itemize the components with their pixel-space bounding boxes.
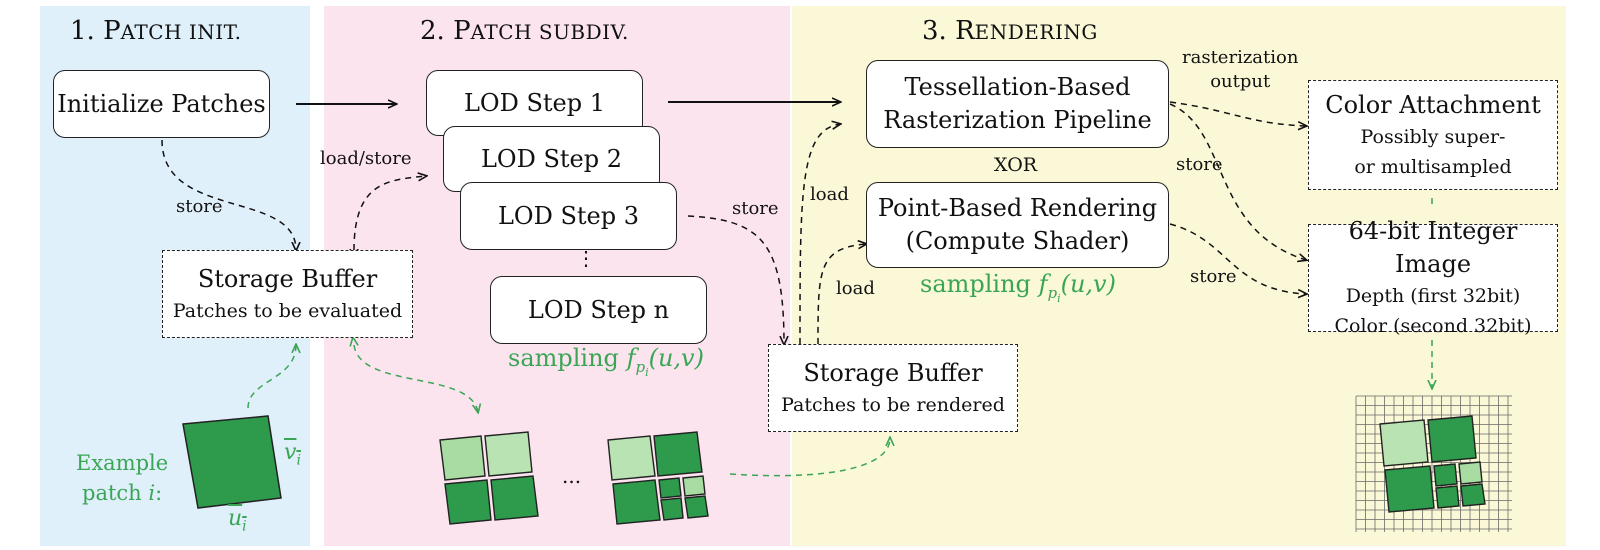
arrow-example-to-sb1	[247, 345, 296, 409]
arrow-store-int-from-tess	[1169, 103, 1306, 260]
panel-title-init: 1. PATCH INIT.	[70, 16, 242, 46]
rasterization-output-label: rasterization output	[1182, 47, 1299, 92]
storage-buffer-rendered: Storage Buffer Patches to be rendered	[768, 344, 1018, 432]
color-attachment-box: Color Attachment Possibly super- or mult…	[1308, 80, 1558, 190]
arrow-subdiv-to-sb2	[729, 438, 890, 477]
point-based-rendering-box: Point-Based Rendering(Compute Shader)	[866, 182, 1169, 268]
load-label-1: load	[810, 184, 849, 205]
example-patch	[182, 415, 282, 509]
arrow-raster-color	[1169, 101, 1306, 126]
lod-step-2-box: LOD Step 2	[443, 126, 660, 192]
load-label-2: load	[836, 278, 875, 299]
arrow-store-int-from-point	[1169, 223, 1306, 294]
subdiv-patch-a	[439, 431, 539, 525]
sampling-label-render: sampling fpi(u,v)	[920, 270, 1116, 305]
lod-step-3-box: LOD Step 3	[460, 182, 677, 250]
storage-buffer-evaluated: Storage Buffer Patches to be evaluated	[162, 250, 413, 338]
patches-ellipsis: ...	[562, 464, 582, 488]
panel-title-subdiv: 2. PATCH SUBDIV.	[420, 16, 629, 46]
store-label-4: store	[1190, 266, 1237, 287]
arrow-loadstore	[354, 176, 426, 250]
arrow-sb1-to-subdiv	[354, 345, 478, 412]
arrow-load-point	[817, 244, 866, 345]
store-label-1: store	[176, 196, 223, 217]
arrow-load-tess	[799, 124, 840, 345]
arrow-store-sb2	[687, 215, 784, 344]
subdiv-patch-b	[607, 431, 709, 525]
output-grid	[1355, 395, 1512, 532]
sampling-label-subdiv: sampling fpi(u,v)	[508, 344, 704, 379]
load-store-label: load/store	[320, 148, 412, 169]
lod-ellipsis: ⋮	[576, 246, 596, 270]
lod-step-1-box: LOD Step 1	[426, 70, 643, 136]
arrow-store-sb1	[161, 139, 296, 250]
xor-label: XOR	[994, 154, 1038, 176]
integer-image-box: 64-bit Integer Image Depth (first 32bit)…	[1308, 217, 1558, 337]
example-patch-label: Example patch i:	[76, 451, 169, 505]
initialize-patches-box: Initialize Patches	[53, 70, 270, 138]
panel-title-rendering: 3. RENDERING	[922, 16, 1098, 46]
lod-step-n-box: LOD Step n	[490, 276, 707, 344]
u-bar-label: ui	[228, 506, 247, 535]
store-label-2: store	[732, 198, 779, 219]
store-label-3: store	[1176, 154, 1223, 175]
v-bar-label: vi	[284, 440, 301, 469]
